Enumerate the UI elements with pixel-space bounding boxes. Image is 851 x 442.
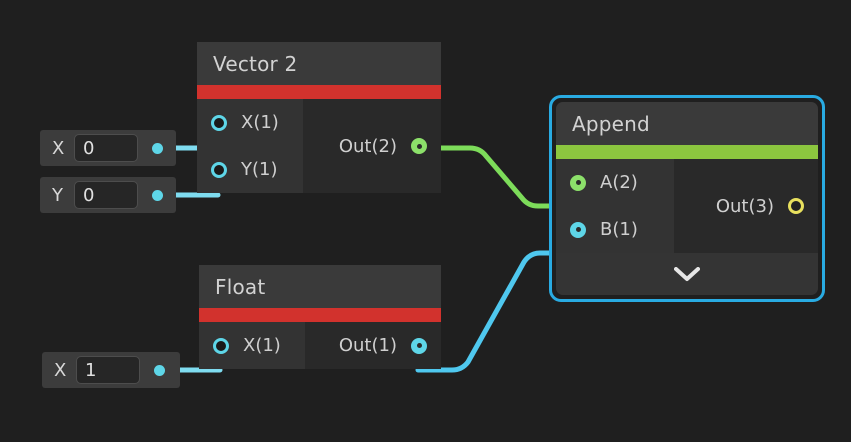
port-row-output-out[interactable]: Out(1): [305, 322, 441, 369]
port-row-input-x[interactable]: X(1): [199, 322, 305, 369]
output-port-out-label: Out(3): [715, 195, 774, 217]
node-inputs-column-append: A(2) B(1): [556, 159, 674, 253]
property-widget-float-x[interactable]: X: [42, 352, 180, 388]
node-body-vector2: X(1) Y(1) Out(2): [197, 99, 441, 193]
node-float[interactable]: Float X(1) Out(1): [199, 265, 441, 369]
node-accent-bar-float: [199, 308, 441, 322]
port-row-input-b[interactable]: B(1): [556, 206, 674, 253]
node-append[interactable]: Append A(2) B(1) Out(3): [556, 102, 818, 295]
node-append-selection-outline[interactable]: Append A(2) B(1) Out(3): [549, 95, 825, 302]
node-accent-bar-vector2: [197, 85, 441, 99]
input-port-x-icon[interactable]: [213, 337, 229, 354]
port-row-output-out[interactable]: Out(2): [303, 123, 441, 170]
property-label-y: Y: [52, 184, 63, 206]
property-widget-vector2-y[interactable]: Y: [40, 177, 176, 213]
output-port-out-icon[interactable]: [411, 337, 427, 354]
input-port-x-label: X(1): [243, 335, 281, 356]
chevron-down-icon[interactable]: [674, 266, 700, 282]
output-port-out-icon[interactable]: [411, 138, 427, 154]
node-outputs-column-append: Out(3): [674, 159, 818, 253]
node-title-append: Append: [556, 102, 818, 145]
port-row-output-out[interactable]: Out(3): [674, 183, 818, 230]
node-body-float: X(1) Out(1): [199, 322, 441, 369]
input-port-a-icon[interactable]: [570, 174, 586, 191]
node-title-vector2: Vector 2: [197, 42, 441, 85]
property-widget-vector2-x[interactable]: X: [40, 130, 176, 166]
input-port-b-icon[interactable]: [570, 221, 586, 238]
output-dot-icon[interactable]: [154, 364, 165, 376]
node-outputs-column-float: Out(1): [305, 322, 441, 369]
node-body-append: A(2) B(1) Out(3): [556, 159, 818, 253]
port-row-input-a[interactable]: A(2): [556, 159, 674, 206]
node-inputs-column-float: X(1): [199, 322, 305, 369]
property-input-float-x[interactable]: [76, 356, 140, 384]
input-port-b-label: B(1): [600, 219, 638, 240]
output-dot-icon[interactable]: [152, 189, 163, 201]
node-title-float: Float: [199, 265, 441, 308]
input-port-y-icon[interactable]: [211, 161, 227, 178]
property-input-vector2-x[interactable]: [74, 134, 138, 162]
output-port-out-icon[interactable]: [788, 198, 804, 214]
input-port-x-icon[interactable]: [211, 114, 227, 131]
property-label-x: X: [52, 137, 65, 159]
node-collapse-bar-append[interactable]: [556, 253, 818, 295]
node-accent-bar-append: [556, 145, 818, 159]
output-port-out-label: Out(1): [338, 335, 397, 356]
port-row-input-x[interactable]: X(1): [197, 99, 303, 146]
input-port-y-label: Y(1): [241, 159, 278, 180]
output-dot-icon[interactable]: [152, 142, 163, 154]
output-port-out-label: Out(2): [338, 135, 397, 157]
property-label-x: X: [54, 359, 67, 381]
node-inputs-column-vector2: X(1) Y(1): [197, 99, 303, 193]
input-port-a-label: A(2): [600, 172, 638, 193]
node-outputs-column-vector2: Out(2): [303, 99, 441, 193]
property-input-vector2-y[interactable]: [74, 181, 138, 209]
input-port-x-label: X(1): [241, 112, 279, 133]
port-row-input-y[interactable]: Y(1): [197, 146, 303, 193]
node-vector2[interactable]: Vector 2 X(1) Y(1) Out(2): [197, 42, 441, 193]
